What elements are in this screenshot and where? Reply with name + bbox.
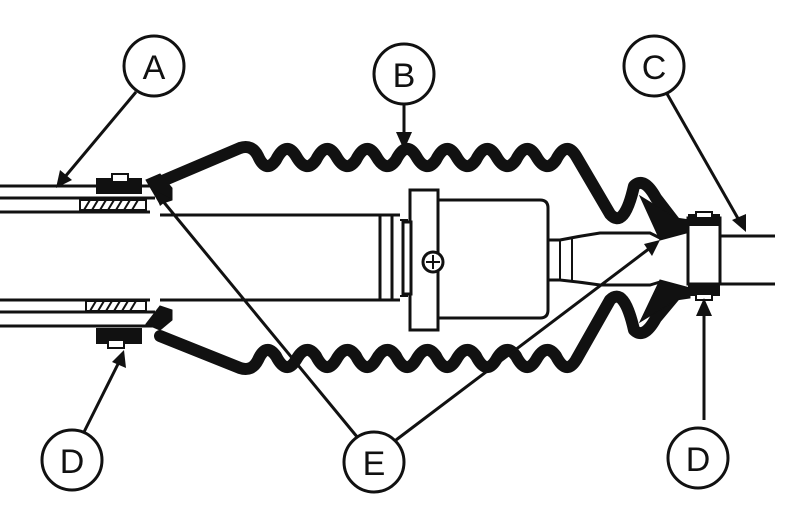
callout-a: A	[122, 34, 186, 98]
callout-d-right-label: D	[686, 441, 711, 479]
outer-tie-rod	[548, 231, 775, 287]
callout-c: C	[622, 34, 686, 98]
boot-inner-end	[145, 173, 691, 331]
rack-thread-hatching	[79, 199, 147, 312]
callout-d-left: D	[40, 428, 104, 492]
callout-b: B	[372, 42, 436, 106]
callout-a-label: A	[143, 49, 166, 87]
leader-lines	[56, 91, 746, 442]
callout-e: E	[342, 430, 406, 494]
callout-d-left-label: D	[60, 443, 85, 481]
callout-e-label: E	[363, 445, 386, 483]
callout-d-right: D	[666, 426, 730, 490]
boot-clamp-right	[686, 211, 722, 301]
boot-top	[154, 141, 682, 230]
inner-tie-rod	[160, 213, 408, 302]
boot-bottom	[154, 288, 682, 375]
callout-c-label: C	[642, 49, 667, 87]
callout-b-label: B	[393, 57, 416, 95]
ball-joint-housing	[401, 188, 550, 332]
boot-clamp-left	[96, 173, 142, 349]
